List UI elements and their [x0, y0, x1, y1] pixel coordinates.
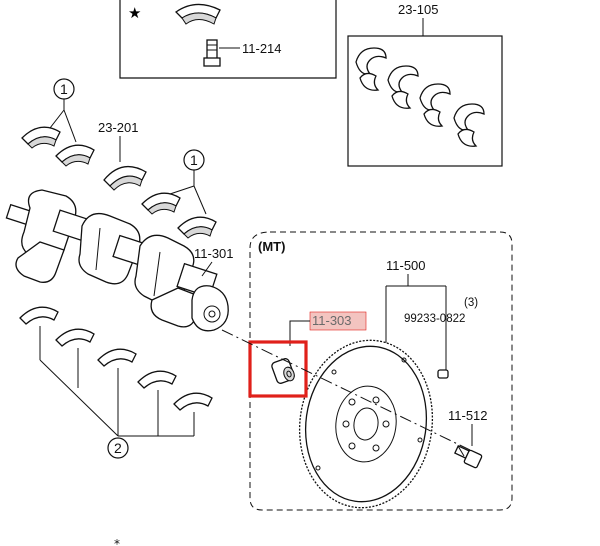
- callout-2-number: 2: [114, 440, 122, 456]
- conrod-bearing-icon: [137, 370, 177, 389]
- conrod-bearing-icon: [97, 348, 137, 367]
- part-11-500-group: 11-500: [385, 258, 447, 372]
- label-99233-0822: 99233-0822: [404, 313, 465, 325]
- thrust-bearing-icon: [355, 47, 387, 91]
- callout-1-top-group: 1: [21, 78, 95, 167]
- crankshaft-icon: [5, 189, 229, 332]
- part-11-303-group: 11-303: [248, 311, 367, 398]
- flywheel-bolt-icon: [454, 444, 483, 469]
- thrust-bearing-icon: [419, 83, 451, 127]
- callout-1-right-number: 1: [190, 152, 198, 168]
- center-axis-line: [221, 329, 471, 451]
- thrust-bearing-icon: [453, 103, 485, 147]
- label-11-301: 11-301: [194, 246, 234, 261]
- label-11-512: 11-512: [448, 408, 488, 423]
- thrust-bearing-icon: [387, 65, 419, 109]
- label-23-201: 23-201: [98, 120, 138, 135]
- pilot-bearing-icon: [271, 358, 295, 384]
- highlight-box: [248, 340, 308, 398]
- callout-1-top-number: 1: [60, 81, 68, 97]
- mt-label: (MT): [258, 239, 285, 254]
- star-icon: ★: [128, 4, 141, 22]
- label-23-105: 23-105: [398, 2, 438, 17]
- callout-2-circle: [107, 437, 129, 459]
- box-23-105-group: 23-105: [347, 2, 503, 167]
- top-box-group: ★ 11-214: [119, 0, 337, 79]
- qty-3: (3): [464, 297, 478, 309]
- callout-2-group: 2: [19, 306, 213, 459]
- part-11-301-group: 11-301: [194, 246, 234, 277]
- part-23-201-group: 23-201: [98, 120, 147, 191]
- flywheel-icon: [298, 339, 434, 509]
- label-11-214: 11-214: [242, 41, 282, 56]
- part-99233-group: (3) 99233-0822: [404, 297, 478, 379]
- conrod-bearing-icon: [55, 328, 95, 347]
- part-11-512-group: 11-512: [448, 408, 488, 469]
- bottom-mark: *: [114, 537, 120, 546]
- label-11-500: 11-500: [386, 258, 426, 273]
- label-11-303: 11-303: [312, 313, 352, 328]
- dowel-pin-icon: [437, 369, 449, 379]
- mt-region: (MT): [249, 231, 513, 511]
- conrod-bearing-icon: [19, 306, 59, 325]
- callout-1-right-group: 1: [141, 149, 217, 239]
- conrod-bearing-icon: [173, 392, 213, 411]
- bolt-11-214-icon: [203, 39, 221, 67]
